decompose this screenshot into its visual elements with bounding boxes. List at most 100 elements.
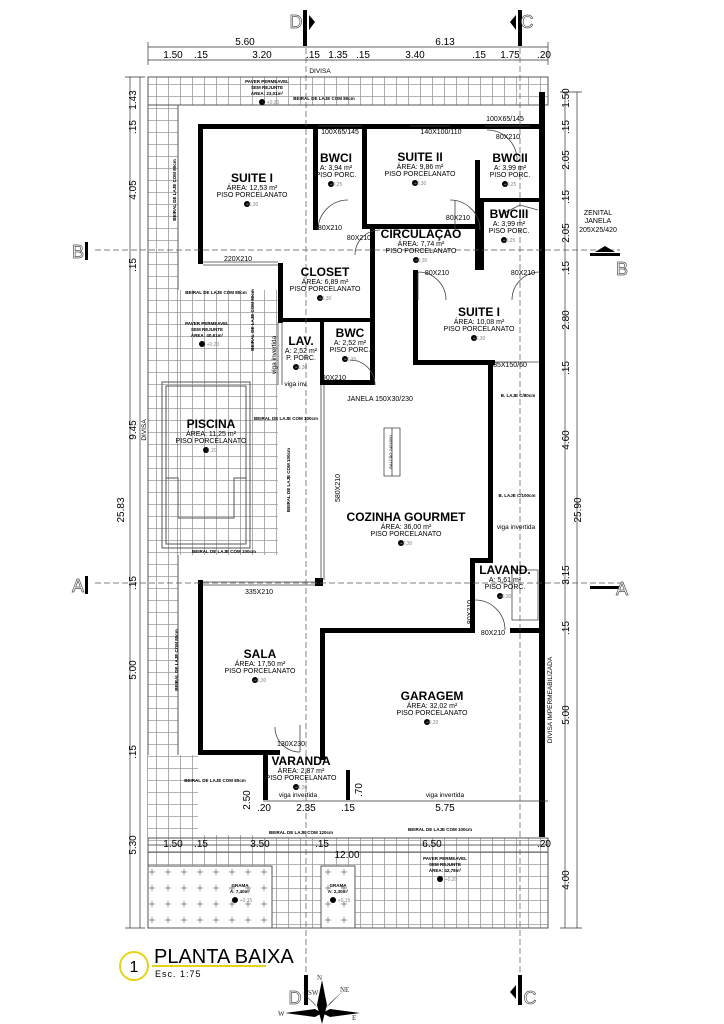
opening-label: 80X210 (481, 630, 505, 637)
title-scale: Esc. 1:75 (155, 969, 202, 979)
room-floor: PISO PORCELANATO (386, 248, 457, 255)
outdoor-level: +0,20 (267, 100, 280, 106)
wall (278, 263, 283, 323)
annotation: B. LAJE C/80cm (501, 393, 536, 398)
title-block: 1 PLANTA BAIXA Esc. 1:75 (119, 946, 294, 981)
room-area: ÁREA: 12,53 m² (227, 183, 278, 192)
opening-label: 205X25/420 (579, 227, 617, 234)
room-name: BWC (336, 326, 365, 340)
walls (198, 92, 545, 837)
opening-line (274, 725, 301, 753)
room-floor: P. PORC. (286, 355, 316, 362)
annotation: viga invertida (279, 792, 318, 799)
room-area: A: 2,52 m² (334, 340, 367, 347)
wall (480, 200, 484, 270)
dimension-left: .15 (128, 576, 139, 590)
opening-line (203, 581, 315, 586)
level-marker-icon (293, 784, 299, 790)
opening-label: 80X210 (511, 270, 535, 277)
annotation: BEIRAL DE LAJE COM 100cm (286, 448, 291, 512)
annotation: BEIRAL DE LAJE COM 80cm (184, 778, 245, 783)
level-marker-icon (330, 897, 336, 903)
room-name: SUITE I (231, 171, 273, 185)
outdoor-label: PAVER PERMEAVEL (185, 321, 229, 326)
opening-label: BALCÃO 240X060 (388, 435, 393, 469)
room-name: COZINHA GOURMET (347, 510, 467, 524)
wall (198, 580, 203, 755)
opening-label: 580X210 (335, 474, 342, 502)
title-number: 1 (130, 959, 139, 976)
dimension-right-total: 25.90 (573, 497, 584, 522)
dimension-left: 9.45 (128, 420, 139, 440)
dimension-left-total: 25.83 (116, 497, 127, 522)
room-area: ÁREA: 9,86 m² (397, 162, 444, 171)
dimension-left: .15 (128, 120, 139, 134)
level-marker-icon (328, 181, 334, 187)
compass-rose-icon (285, 980, 360, 1024)
room-level: +0,30 (319, 296, 332, 302)
opening-label: 80X210 (496, 134, 520, 141)
dimension-top-total: 6.13 (435, 37, 455, 48)
compass-label: NE (340, 986, 349, 994)
outdoor-label: SEM REJUNTE (429, 862, 461, 867)
annotation: BEIRAL DE LAJE COM 100cm (408, 827, 472, 832)
room-name: SALA (244, 647, 277, 661)
dimension-right: 4.60 (561, 430, 572, 450)
wall (198, 124, 543, 129)
outdoor-level: +0,15 (338, 898, 351, 904)
dimension-varanda: 5.75 (435, 803, 455, 814)
dimension-varanda: 2.35 (296, 803, 316, 814)
wall (370, 225, 375, 385)
room-floor: PISO PORCELANATO (444, 326, 515, 333)
room-level: +0,30 (400, 541, 413, 547)
dimension-left: .15 (128, 745, 139, 759)
room-area: ÁREA: 2,87 m² (278, 766, 325, 775)
section-marker-label: C (521, 12, 534, 32)
room-floor: PISO PORCELANATO (371, 531, 442, 538)
wall (475, 160, 480, 270)
wall (320, 380, 375, 385)
wall (198, 750, 275, 755)
opening-line (354, 229, 381, 256)
room-area: A: 3,99 m² (494, 165, 527, 172)
annotation: CALÇADA DE PROTEÇÃO - 1,60 m (538, 403, 544, 477)
dimension-right: 3.15 (561, 565, 572, 585)
annotation: BEIRAL DE LAJE COM 120cm (269, 830, 333, 835)
room-name: CIRCULAÇÃO (381, 226, 462, 241)
section-marker-label: A (72, 576, 84, 596)
outdoor-area-value: ÁREA: 40,61m² (191, 332, 224, 338)
level-marker-icon (398, 540, 404, 546)
wall (320, 322, 324, 385)
opening-label: 220X210 (224, 256, 252, 263)
opening-label: 80X210 (425, 270, 449, 277)
dimension-bottom: .15 (194, 839, 208, 850)
level-marker-icon (232, 897, 238, 903)
annotation: BEIRAL DE LAJE COM 80cm (185, 290, 246, 295)
level-marker-icon (317, 295, 323, 301)
room-name: SUITE I (458, 305, 500, 319)
room-name: CLOSET (301, 265, 350, 279)
dimension-top: 1.50 (163, 50, 183, 61)
dimension-left: 5.30 (128, 835, 139, 855)
dimension-varanda: .15 (341, 803, 355, 814)
annotation: viga invertida (426, 792, 465, 799)
outdoor-level: +0,20 (207, 342, 220, 348)
room-area: A: 2,52 m² (285, 348, 318, 355)
room-floor: PISO PORCELANATO (176, 438, 247, 445)
wall (320, 750, 325, 760)
room-area: ÁREA: 32,02 m² (407, 701, 458, 710)
level-marker-icon (259, 99, 265, 105)
dimension-left: 1.43 (128, 90, 139, 110)
dimension-top: .15 (306, 50, 320, 61)
room-level: +0,30 (295, 365, 308, 371)
dimension-top-total: 5.60 (235, 37, 255, 48)
room-lav-: LAV.A: 2,52 m²P. PORC.+0,30 (285, 334, 318, 371)
